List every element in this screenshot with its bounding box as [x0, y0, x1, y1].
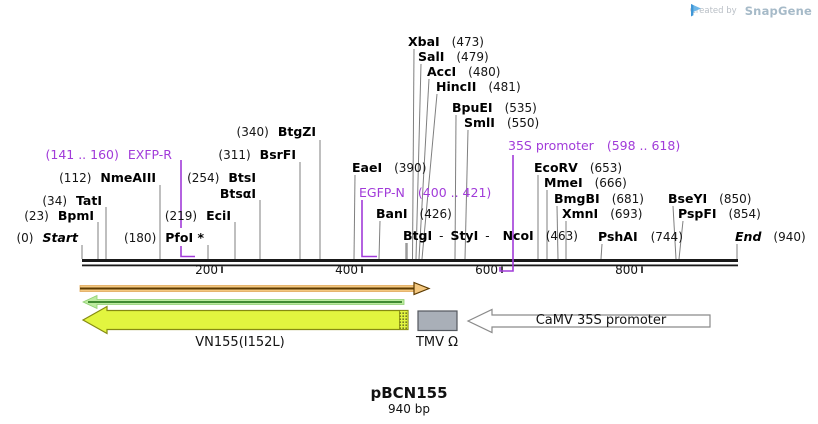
plasmid-name: pBCN155 — [370, 384, 448, 402]
site-label-btgZI: (340)BtgZI — [236, 124, 316, 139]
35s-promoter-bracket — [499, 155, 514, 272]
feature-brackets — [180, 155, 514, 272]
snapgene-logo-icon — [690, 4, 701, 17]
site-label-smlI: SmlI(550) — [464, 115, 540, 130]
vn155-label: VN155(I152L) — [195, 335, 285, 350]
site-label-btsI: (254)BtsI BtsαI — [187, 170, 256, 201]
feature-label-35s-promoter: 35S promoter(598 .. 618) — [508, 138, 681, 153]
site-label-banI: BanI(426) — [376, 206, 452, 221]
sequence-axis — [82, 259, 738, 267]
title-block: pBCN155 940 bp — [0, 385, 818, 416]
site-label-end: End(940) — [735, 229, 806, 244]
connector-lines — [81, 48, 738, 260]
ruler-label-600: 600 — [475, 263, 498, 277]
site-label-nmeAIII: (112)NmeAIII — [59, 170, 156, 185]
feature-label-egfp-n: EGFP-N(400 .. 421) — [359, 185, 492, 200]
green-arrow-feature — [82, 294, 405, 310]
ruler-label-400: 400 — [335, 263, 358, 277]
site-label-tatI: (34)TatI — [42, 193, 102, 208]
created-by-text: Created by — [689, 6, 737, 16]
site-label-bseYI: BseYI(850) — [668, 191, 752, 206]
site-label-bmgBI: BmgBI(681) — [554, 191, 644, 206]
site-label-salI: SalI(479) — [418, 49, 489, 64]
ruler-label-200: 200 — [195, 263, 218, 277]
orange-arrow-feature — [79, 281, 431, 296]
snapgene-branding: Created by SnapGene — [690, 4, 812, 18]
ruler-label-800: 800 — [615, 263, 638, 277]
site-label-accI: AccI(480) — [427, 64, 501, 79]
camv-promoter-label: CaMV 35S promoter — [535, 313, 667, 328]
site-label-pshAI: PshAI(744) — [598, 229, 683, 244]
vn155-arrow — [81, 305, 409, 335]
tmv-omega-box — [417, 310, 458, 332]
site-label-pspFI: PspFI(854) — [678, 206, 761, 221]
ruler-ticks — [221, 266, 643, 273]
site-label-eciI: (219)EciI — [164, 208, 231, 223]
site-label-bpmI: (23)BpmI — [24, 208, 94, 223]
site-label-hincII: HincII(481) — [436, 79, 521, 94]
site-label-eaeI: EaeI(390) — [352, 160, 427, 175]
exfp-r-bracket — [180, 160, 195, 258]
site-label-bsrFI: (311)BsrFI — [218, 147, 296, 162]
egfp-n-bracket — [361, 200, 377, 258]
camv-promoter-arrow — [466, 308, 711, 334]
snapgene-wordmark: SnapGene — [744, 4, 812, 18]
site-label-pfoI: (180)PfoI * — [123, 230, 204, 245]
site-label-start: (0)Start — [16, 230, 78, 245]
site-label-bpuEI: BpuEI(535) — [452, 100, 537, 115]
site-label-mmeI: MmeI(666) — [544, 175, 627, 190]
tmv-omega-label: TMV Ω — [415, 335, 459, 350]
plasmid-size: 940 bp — [388, 402, 430, 416]
site-label-xbaI: XbaI(473) — [408, 34, 484, 49]
site-label-xmnI: XmnI(693) — [562, 206, 643, 221]
feature-label-exfp-r: (141 .. 160)EXFP-R — [45, 147, 173, 162]
site-label-ecoRV: EcoRV(653) — [534, 160, 623, 175]
site-label-btgI-styI-ncoI: BtgI-StyI-NcoI(463) — [403, 228, 578, 243]
